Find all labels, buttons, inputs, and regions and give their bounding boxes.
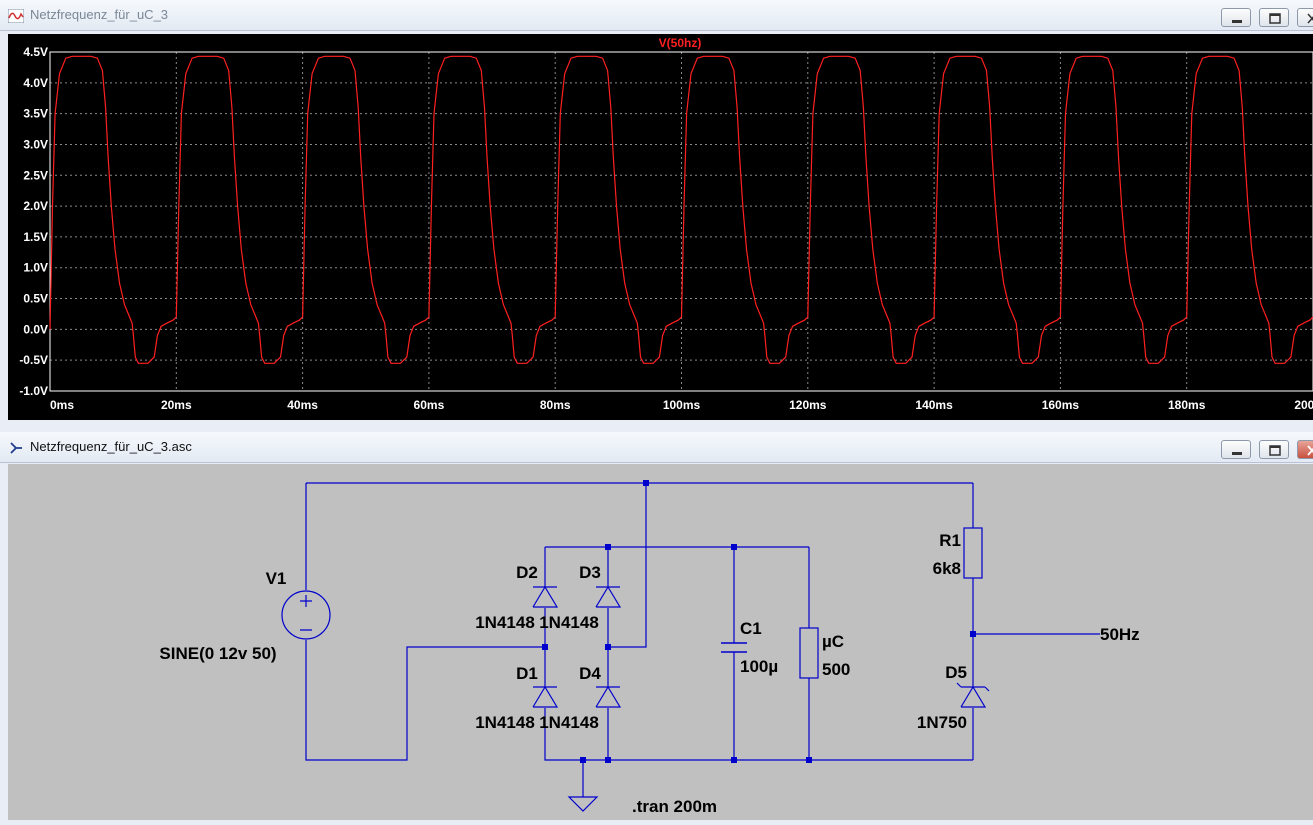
d5-model[interactable]: 1N750	[917, 713, 967, 732]
ground-symbol[interactable]	[567, 796, 599, 812]
wires[interactable]	[305, 482, 1100, 797]
x-tick-label: 0ms	[50, 398, 74, 412]
x-tick-label: 140ms	[915, 398, 953, 412]
y-tick-label: 3.0V	[23, 137, 48, 151]
schematic-window-title: Netzfrequenz_für_uC_3.asc	[30, 439, 192, 454]
uc-value[interactable]: 500	[822, 660, 850, 679]
r1-name[interactable]: R1	[939, 531, 961, 550]
plot-titlebar[interactable]: Netzfrequenz_für_uC_3	[0, 0, 1313, 31]
y-tick-label: 4.5V	[23, 45, 48, 59]
y-tick-label: 0.5V	[23, 292, 48, 306]
v1-value[interactable]: SINE(0 12v 50)	[159, 644, 276, 663]
x-tick-label: 180ms	[1168, 398, 1206, 412]
c1-value[interactable]: 100µ	[740, 657, 778, 676]
r1-value[interactable]: 6k8	[933, 559, 961, 578]
close-button[interactable]	[1297, 8, 1313, 27]
y-tick-label: 4.0V	[23, 76, 48, 90]
schematic-icon	[10, 442, 22, 454]
minimize-button[interactable]	[1221, 440, 1251, 459]
plot-frame	[49, 51, 1313, 392]
resistor-r1-symbol[interactable]	[963, 527, 983, 579]
v1-source[interactable]	[281, 590, 331, 640]
v1-name[interactable]: V1	[266, 569, 287, 588]
x-tick-label: 60ms	[414, 398, 445, 412]
y-tick-label: 2.0V	[23, 199, 48, 213]
d3-model[interactable]: 1N4148	[539, 613, 599, 632]
uc-name[interactable]: µC	[822, 632, 844, 651]
y-tick-label: 0.0V	[23, 322, 48, 336]
trace-v50hz	[49, 55, 1313, 364]
close-icon	[1307, 13, 1313, 24]
y-tick-label: 2.5V	[23, 168, 48, 182]
d4-name[interactable]: D4	[579, 664, 601, 683]
x-tick-label: 100ms	[663, 398, 701, 412]
restore-icon	[1269, 13, 1281, 24]
diode-d3-symbol	[595, 585, 622, 608]
y-tick-label: 1.5V	[23, 230, 48, 244]
d3-name[interactable]: D3	[579, 563, 601, 582]
resistor-uc-symbol[interactable]	[799, 627, 819, 679]
restore-button[interactable]	[1259, 440, 1289, 459]
y-tick-label: 3.5V	[23, 107, 48, 121]
close-icon	[1307, 445, 1313, 456]
schematic-window[interactable]: Netzfrequenz_für_uC_3.asc	[0, 432, 1313, 820]
waveform-plot[interactable]: 4.5V 4.0V 3.5V 3.0V 2.5V 2.0V 1.5V 1.0V 0.5V 0.0V…	[8, 34, 1313, 420]
restore-button[interactable]	[1259, 8, 1289, 27]
minimize-icon	[1232, 20, 1242, 23]
x-tick-label: 80ms	[540, 398, 571, 412]
waveform-icon	[8, 9, 24, 23]
junction-dots	[542, 480, 976, 763]
plot-window-title: Netzfrequenz_für_uC_3	[30, 7, 169, 22]
bridge-diodes[interactable]	[532, 585, 990, 708]
close-button[interactable]	[1297, 440, 1313, 459]
d2-model[interactable]: 1N4148	[475, 613, 535, 632]
spice-directive[interactable]: .tran 200m	[632, 797, 717, 816]
minimize-button[interactable]	[1221, 8, 1251, 27]
capacitor-c1-symbol[interactable]	[721, 642, 747, 653]
plot-window[interactable]: Netzfrequenz_für_uC_3 4.5V 4.0V 3.5V 3.0V 2.…	[0, 0, 1313, 425]
diode-d4-symbol	[595, 685, 622, 708]
diode-d2-symbol	[532, 585, 559, 608]
schematic-drawing[interactable]: V1 SINE(0 12v 50) D2 D3 1N4148 1N4148 D1…	[8, 464, 1313, 820]
diode-d1-symbol	[532, 685, 559, 708]
y-tick-label: 1.0V	[23, 261, 48, 275]
d4-model[interactable]: 1N4148	[539, 713, 599, 732]
x-tick-label: 20ms	[161, 398, 192, 412]
trace-label[interactable]: V(50hz)	[659, 36, 702, 50]
d5-name[interactable]: D5	[945, 663, 967, 682]
d1-model[interactable]: 1N4148	[475, 713, 535, 732]
d2-name[interactable]: D2	[516, 563, 538, 582]
d1-name[interactable]: D1	[516, 664, 538, 683]
x-tick-label: 200ms	[1294, 398, 1313, 412]
y-tick-label: -1.0V	[19, 384, 48, 398]
c1-name[interactable]: C1	[740, 619, 762, 638]
net-label-50hz[interactable]: 50Hz	[1100, 625, 1140, 644]
plot-canvas[interactable]: 4.5V 4.0V 3.5V 3.0V 2.5V 2.0V 1.5V 1.0V 0.5V 0.0V…	[8, 34, 1313, 420]
restore-icon	[1269, 445, 1281, 456]
schematic-titlebar[interactable]: Netzfrequenz_für_uC_3.asc	[0, 432, 1313, 463]
x-tick-label: 120ms	[789, 398, 827, 412]
x-tick-label: 40ms	[287, 398, 318, 412]
zener-d5-symbol	[956, 682, 990, 708]
minimize-icon	[1232, 452, 1242, 455]
x-tick-label: 160ms	[1042, 398, 1080, 412]
y-tick-label: -0.5V	[19, 353, 48, 367]
schematic-canvas[interactable]: V1 SINE(0 12v 50) D2 D3 1N4148 1N4148 D1…	[8, 464, 1313, 820]
